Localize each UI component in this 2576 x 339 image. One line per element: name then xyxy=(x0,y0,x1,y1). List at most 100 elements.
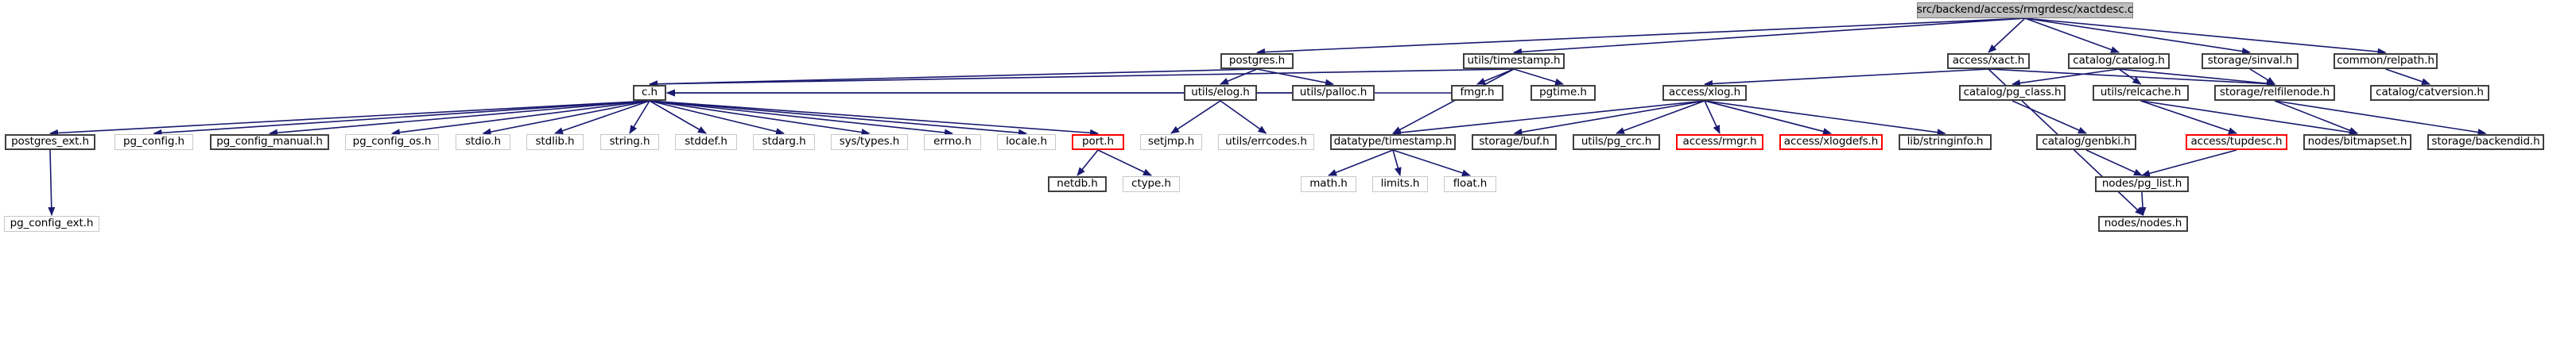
graph-edge-postgres_ext-to-pg_config_ext xyxy=(48,149,56,216)
graph-node-relfilenode_h[interactable]: storage/relfilenode.h xyxy=(2214,85,2335,101)
graph-node-ctype[interactable]: ctype.h xyxy=(1123,176,1180,192)
graph-edge-datatype_timestamp-to-float_h xyxy=(1392,149,1471,177)
graph-edge-root-to-sinval_h xyxy=(2024,17,2251,55)
graph-edge-c_h-to-stdarg xyxy=(649,100,785,136)
graph-node-errno[interactable]: errno.h xyxy=(924,134,981,150)
graph-node-nodes_h[interactable]: nodes/nodes.h xyxy=(2098,216,2188,232)
graph-node-stringinfo_h[interactable]: lib/stringinfo.h xyxy=(1899,134,1992,150)
graph-edge-c_h-to-stdio xyxy=(482,100,650,136)
graph-node-pg_class_h[interactable]: catalog/pg_class.h xyxy=(1959,85,2066,101)
graph-node-pg_config[interactable]: pg_config.h xyxy=(114,134,193,150)
graph-node-relpath_h[interactable]: common/relpath.h xyxy=(2334,53,2438,69)
graph-edge-catalog_h-to-relfilenode_h xyxy=(2118,68,2275,87)
graph-node-bitmapset_h[interactable]: nodes/bitmapset.h xyxy=(2303,134,2411,150)
graph-edge-root-to-postgres xyxy=(1256,17,2026,56)
graph-edge-root-to-relpath_h xyxy=(2024,17,2387,56)
graph-edge-c_h-to-errno xyxy=(649,100,953,137)
graph-edge-c_h-to-pg_config_os xyxy=(391,100,650,137)
graph-node-pg_list_h[interactable]: nodes/pg_list.h xyxy=(2095,176,2189,192)
graph-node-stdarg[interactable]: stdarg.h xyxy=(753,134,815,150)
graph-edge-xact_h-to-xlog_h xyxy=(1704,68,1989,87)
graph-node-elog_h[interactable]: utils/elog.h xyxy=(1184,85,1257,101)
graph-edge-elog_h-to-setjmp xyxy=(1170,100,1221,134)
graph-node-xact_h[interactable]: access/xact.h xyxy=(1947,53,2030,69)
graph-node-setjmp[interactable]: setjmp.h xyxy=(1140,134,1202,150)
graph-edge-postgres-to-c_h xyxy=(649,68,1258,88)
graph-node-stdlib[interactable]: stdlib.h xyxy=(526,134,584,150)
graph-edge-timestamp_h-to-datatype_timestamp xyxy=(1392,68,1515,134)
graph-node-netdb[interactable]: netdb.h xyxy=(1048,176,1107,192)
graph-node-sinval_h[interactable]: storage/sinval.h xyxy=(2202,53,2299,69)
graph-node-storage_buf[interactable]: storage/buf.h xyxy=(1472,134,1557,150)
graph-node-xlogdefs_h[interactable]: access/xlogdefs.h xyxy=(1779,134,1883,150)
graph-node-rmgr_h[interactable]: access/rmgr.h xyxy=(1676,134,1763,150)
graph-node-relcache_h[interactable]: utils/relcache.h xyxy=(2093,85,2189,101)
graph-edge-timestamp_h-to-c_h xyxy=(649,68,1515,88)
graph-edge-c_h-to-pg_config_manual xyxy=(269,100,650,137)
graph-node-math_h[interactable]: math.h xyxy=(1301,176,1356,192)
graph-edge-root-to-xact_h xyxy=(1988,17,2026,53)
graph-edge-c_h-to-string xyxy=(629,100,650,134)
graph-edge-xact_h-to-relfilenode_h xyxy=(1988,68,2275,87)
graph-node-datatype_timestamp[interactable]: datatype/timestamp.h xyxy=(1330,134,1456,150)
graph-node-float_h[interactable]: float.h xyxy=(1444,176,1496,192)
graph-edge-xlog_h-to-rmgr_h xyxy=(1704,100,1721,134)
graph-edge-xlog_h-to-storage_buf xyxy=(1513,100,1705,136)
graph-node-fmgr_h[interactable]: fmgr.h xyxy=(1451,85,1503,101)
graph-node-catversion_h[interactable]: catalog/catversion.h xyxy=(2370,85,2489,101)
graph-edge-xlog_h-to-datatype_timestamp xyxy=(1392,100,1705,137)
graph-node-port_h[interactable]: port.h xyxy=(1072,134,1124,150)
graph-edge-sinval_h-to-relfilenode_h xyxy=(2249,68,2275,85)
graph-edge-xlog_h-to-pg_crc xyxy=(1616,100,1705,134)
graph-node-postgres_ext[interactable]: postgres_ext.h xyxy=(5,134,95,150)
graph-node-genbki_h[interactable]: catalog/genbki.h xyxy=(2036,134,2136,150)
graph-edge-datatype_timestamp-to-limits_h xyxy=(1392,149,1402,176)
graph-node-root[interactable]: src/backend/access/rmgrdesc/xactdesc.c xyxy=(1917,2,2133,18)
graph-node-backendid_h[interactable]: storage/backendid.h xyxy=(2427,134,2544,150)
graph-edge-root-to-catalog_h xyxy=(2024,17,2120,53)
graph-node-locale[interactable]: locale.h xyxy=(997,134,1056,150)
graph-edge-timestamp_h-to-pgtime_h xyxy=(1513,68,1564,86)
graph-edge-tupdesc_h-to-pg_list_h xyxy=(2141,149,2237,177)
graph-edge-port_h-to-ctype xyxy=(1097,149,1152,176)
graph-edge-xlog_h-to-stringinfo_h xyxy=(1704,100,1946,137)
graph-node-limits_h[interactable]: limits.h xyxy=(1372,176,1428,192)
graph-node-palloc_h[interactable]: utils/palloc.h xyxy=(1292,85,1375,101)
graph-edge-catalog_h-to-relcache_h xyxy=(2118,68,2142,85)
graph-edge-root-to-timestamp_h xyxy=(1513,17,2026,56)
graph-edge-pg_class_h-to-genbki_h xyxy=(2012,100,2087,134)
graph-edge-elog_h-to-errcodes xyxy=(1220,100,1267,134)
graph-node-c_h[interactable]: c.h xyxy=(633,85,666,101)
graph-edge-c_h-to-sys_types xyxy=(649,100,871,136)
graph-node-postgres[interactable]: postgres.h xyxy=(1220,53,1294,69)
graph-node-catalog_h[interactable]: catalog/catalog.h xyxy=(2068,53,2170,69)
graph-node-pg_crc[interactable]: utils/pg_crc.h xyxy=(1573,134,1660,150)
graph-edge-datatype_timestamp-to-math_h xyxy=(1328,149,1394,176)
graph-edge-c_h-to-pg_config xyxy=(153,100,650,137)
graph-node-timestamp_h[interactable]: utils/timestamp.h xyxy=(1463,53,1565,69)
graph-edge-port_h-to-netdb xyxy=(1077,149,1099,176)
graph-node-xlog_h[interactable]: access/xlog.h xyxy=(1662,85,1747,101)
graph-node-pg_config_manual[interactable]: pg_config_manual.h xyxy=(210,134,329,150)
graph-node-stddef[interactable]: stddef.h xyxy=(675,134,737,150)
graph-node-pg_config_ext[interactable]: pg_config_ext.h xyxy=(4,216,99,232)
graph-node-tupdesc_h[interactable]: access/tupdesc.h xyxy=(2186,134,2287,150)
graph-edge-c_h-to-stddef xyxy=(649,100,707,134)
graph-edge-postgres-to-palloc_h xyxy=(1256,68,1334,87)
graph-edge-c_h-to-locale xyxy=(649,100,1027,137)
graph-edge-timestamp_h-to-fmgr_h xyxy=(1476,68,1515,85)
graph-edge-relpath_h-to-catversion_h xyxy=(2385,68,2431,86)
graph-edge-catalog_h-to-pg_class_h xyxy=(2012,68,2120,87)
graph-node-sys_types[interactable]: sys/types.h xyxy=(831,134,908,150)
graph-node-pgtime_h[interactable]: pgtime.h xyxy=(1530,85,1596,101)
graph-edge-c_h-to-postgres_ext xyxy=(49,100,650,137)
graph-node-pg_config_os[interactable]: pg_config_os.h xyxy=(345,134,439,150)
graph-edge-relcache_h-to-bitmapset_h xyxy=(2140,100,2358,136)
graph-node-errcodes[interactable]: utils/errcodes.h xyxy=(1218,134,1314,150)
graph-edge-relfilenode_h-to-bitmapset_h xyxy=(2274,100,2358,134)
graph-edge-postgres-to-elog_h xyxy=(1220,68,1258,85)
graph-node-string[interactable]: string.h xyxy=(600,134,659,150)
graph-node-stdio[interactable]: stdio.h xyxy=(456,134,510,150)
